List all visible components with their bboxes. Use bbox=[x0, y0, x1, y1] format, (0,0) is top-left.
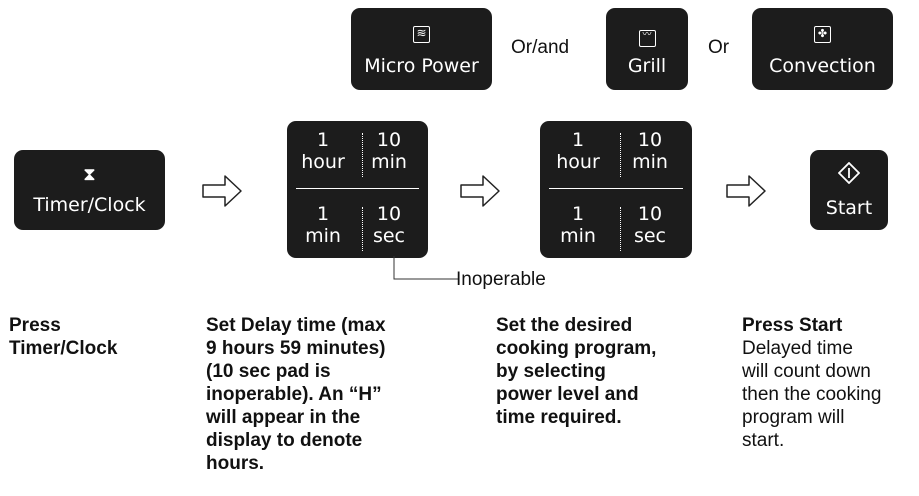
program-hour-num: 1 bbox=[571, 129, 585, 151]
delay-10min-key[interactable]: 10 min bbox=[354, 129, 424, 173]
microwave-icon: ≋ bbox=[351, 22, 492, 43]
delay-min-unit: min bbox=[305, 225, 341, 247]
delay-10sec-num: 10 bbox=[376, 203, 402, 225]
program-min-unit: min bbox=[560, 225, 596, 247]
cooking-time-keypad[interactable]: 1 hour 10 min 1 min 10 sec bbox=[540, 121, 692, 258]
step-line: Set the desired bbox=[496, 315, 633, 336]
step-3-description: Set the desired cooking program, by sele… bbox=[496, 314, 656, 429]
step-line: then the cooking bbox=[742, 384, 882, 405]
step-line: 9 hours 59 minutes) bbox=[206, 338, 386, 359]
grill-icon: 〰 bbox=[606, 22, 688, 47]
step-line: time required. bbox=[496, 407, 622, 428]
delay-hour-num: 1 bbox=[316, 129, 330, 151]
start-label: Start bbox=[825, 197, 873, 219]
step-line: program will bbox=[742, 407, 845, 428]
start-button[interactable]: Start bbox=[810, 150, 888, 230]
program-10min-unit: min bbox=[632, 151, 668, 173]
step-line: start. bbox=[742, 430, 785, 451]
hourglass-icon: ⧗ bbox=[83, 164, 96, 185]
program-min-key[interactable]: 1 min bbox=[543, 203, 613, 247]
delay-time-keypad[interactable]: 1 hour 10 min 1 min 10 sec bbox=[287, 121, 428, 258]
step-line: Timer/Clock bbox=[9, 338, 118, 359]
delay-min-key[interactable]: 1 min bbox=[288, 203, 358, 247]
divider bbox=[296, 188, 419, 189]
program-hour-key[interactable]: 1 hour bbox=[543, 129, 613, 173]
or-and-text: Or/and bbox=[511, 37, 570, 58]
program-10min-key[interactable]: 10 min bbox=[615, 129, 685, 173]
timer-clock-button[interactable]: ⧗ Timer/Clock bbox=[14, 150, 165, 230]
start-icon bbox=[838, 162, 860, 184]
program-10sec-num: 10 bbox=[637, 203, 663, 225]
step-line: by selecting bbox=[496, 361, 606, 382]
program-10sec-key[interactable]: 10 sec bbox=[615, 203, 685, 247]
arrow-right-icon bbox=[460, 175, 500, 207]
step-1-description: Press Timer/Clock bbox=[9, 314, 117, 360]
step-line: will count down bbox=[742, 361, 871, 382]
arrow-right-icon bbox=[726, 175, 766, 207]
grill-label: Grill bbox=[627, 55, 667, 77]
delay-10min-unit: min bbox=[371, 151, 407, 173]
step-line: Delayed time bbox=[742, 338, 853, 359]
program-10min-num: 10 bbox=[637, 129, 663, 151]
program-hour-unit: hour bbox=[556, 151, 600, 173]
step-line: power level and bbox=[496, 384, 639, 405]
timer-clock-label: Timer/Clock bbox=[33, 194, 146, 216]
convection-label: Convection bbox=[769, 55, 876, 77]
step-line: will appear in the bbox=[206, 407, 361, 428]
program-10sec-unit: sec bbox=[633, 225, 667, 247]
step-line: cooking program, bbox=[496, 338, 657, 359]
fan-icon: ✤ bbox=[752, 22, 893, 43]
step-line: Press bbox=[9, 315, 61, 336]
grill-button[interactable]: 〰 Grill bbox=[606, 8, 688, 90]
micro-power-button[interactable]: ≋ Micro Power bbox=[351, 8, 492, 90]
convection-button[interactable]: ✤ Convection bbox=[752, 8, 893, 90]
delay-10sec-unit: sec bbox=[372, 225, 406, 247]
divider bbox=[362, 207, 363, 251]
step-line: Set Delay time (max bbox=[206, 315, 386, 336]
delay-hour-key[interactable]: 1 hour bbox=[288, 129, 358, 173]
divider bbox=[620, 207, 621, 251]
step-line: Press Start bbox=[742, 315, 843, 336]
inoperable-label: Inoperable bbox=[456, 269, 546, 290]
program-min-num: 1 bbox=[571, 203, 585, 225]
delay-10sec-key[interactable]: 10 sec bbox=[354, 203, 424, 247]
step-2-description: Set Delay time (max 9 hours 59 minutes) … bbox=[206, 314, 386, 475]
arrow-right-icon bbox=[202, 175, 242, 207]
step-line: display to denote bbox=[206, 430, 363, 451]
step-line: hours. bbox=[206, 453, 265, 474]
or-text: Or bbox=[708, 37, 730, 58]
inoperable-leader-line bbox=[393, 256, 458, 280]
step-line: (10 sec pad is bbox=[206, 361, 331, 382]
delay-10min-num: 10 bbox=[376, 129, 402, 151]
delay-hour-unit: hour bbox=[301, 151, 345, 173]
step-line: inoperable). An “H” bbox=[206, 384, 382, 405]
divider bbox=[620, 133, 621, 177]
micro-power-label: Micro Power bbox=[364, 55, 479, 77]
divider bbox=[362, 133, 363, 177]
divider bbox=[549, 188, 683, 189]
step-4-description: Press Start Delayed time will count down… bbox=[742, 314, 881, 452]
delay-min-num: 1 bbox=[316, 203, 330, 225]
